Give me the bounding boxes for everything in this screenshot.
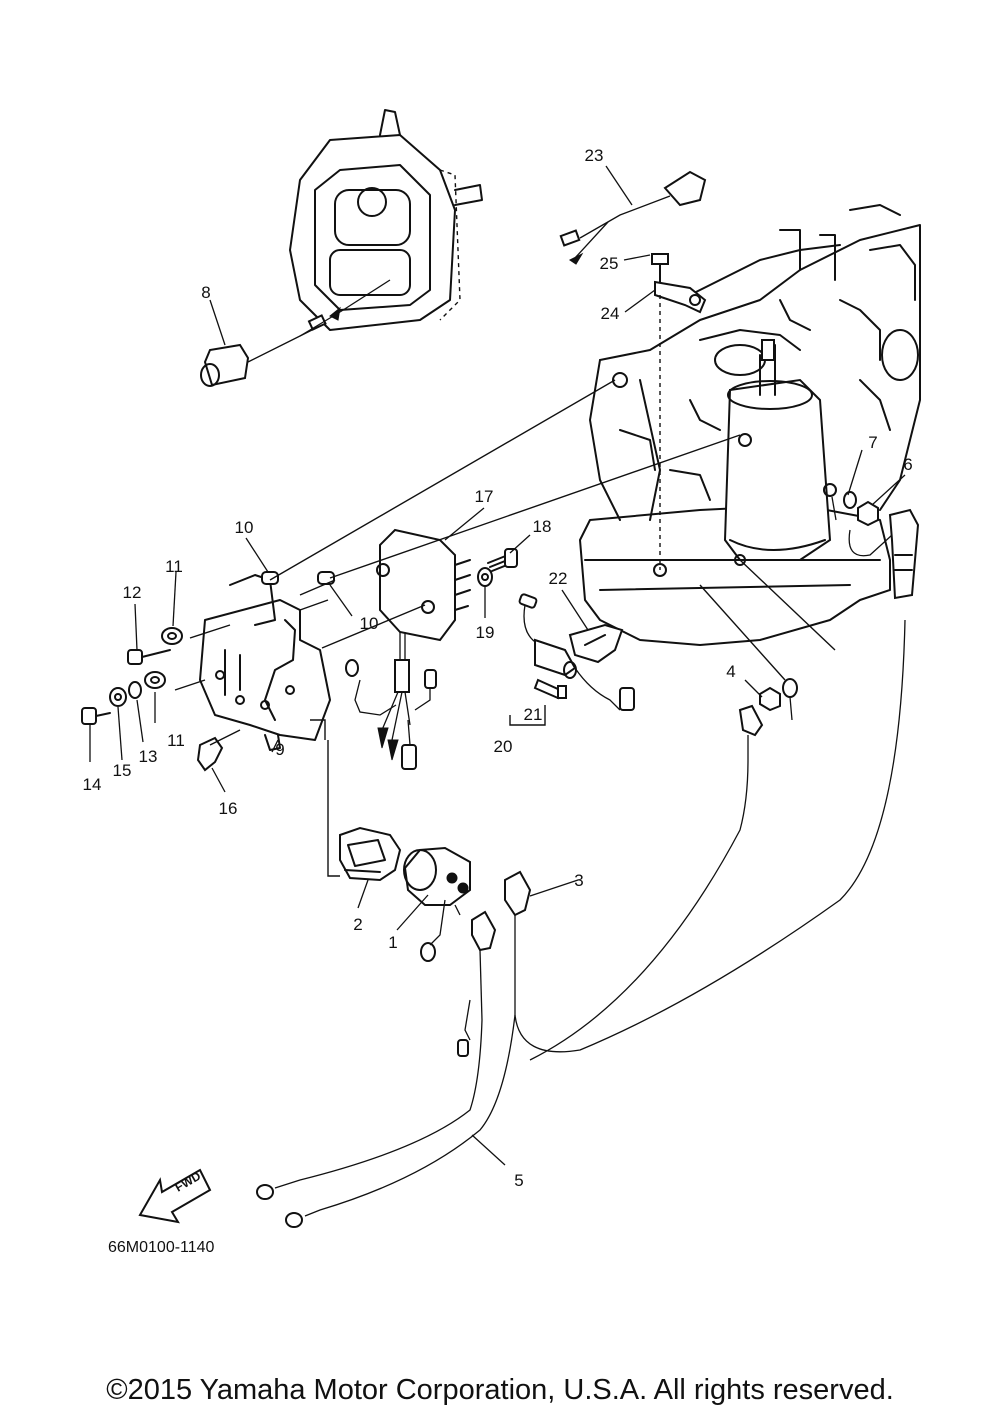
part-14-bolt <box>81 707 111 725</box>
callout-10b: 10 <box>360 614 379 633</box>
part-4-nut <box>529 678 798 1061</box>
part-1-starter-relay <box>403 846 471 962</box>
callout-19: 19 <box>476 623 495 642</box>
callout-15: 15 <box>113 761 132 780</box>
diagram-code: 66M0100-1140 <box>108 1239 215 1256</box>
part-24-clamp <box>654 280 707 570</box>
callout-9: 9 <box>275 740 284 759</box>
part-21-fuse <box>533 678 567 700</box>
part-22-holder <box>568 623 624 664</box>
part-8-sensor <box>200 279 391 387</box>
callout-6: 6 <box>903 455 912 474</box>
callout-7: 7 <box>868 433 877 452</box>
callout-11b: 11 <box>167 731 185 750</box>
part-9-bracket <box>199 574 331 751</box>
copyright-notice: ©2015 Yamaha Motor Corporation, U.S.A. A… <box>106 1374 894 1406</box>
callout-13: 13 <box>139 747 158 766</box>
part-17-rectifier <box>345 528 471 770</box>
cover-plate <box>289 109 483 331</box>
leader-lines <box>89 165 906 1166</box>
part-23-sensor <box>559 170 707 265</box>
callout-5: 5 <box>514 1171 523 1190</box>
callout-25: 25 <box>600 254 619 273</box>
part-5-harness <box>256 999 516 1228</box>
callout-3: 3 <box>574 871 583 890</box>
part-15-washer <box>109 687 127 707</box>
callouts: 1 2 3 4 5 6 7 8 9 10 10 11 11 12 13 14 1… <box>83 146 913 1190</box>
callout-14: 14 <box>83 775 102 794</box>
part-3-cable-boot <box>471 483 920 1053</box>
callout-17: 17 <box>475 487 494 506</box>
callout-2: 2 <box>353 915 362 934</box>
part-6-nut <box>857 500 879 527</box>
part-7-washer <box>843 491 857 509</box>
part-13-washer <box>128 681 142 699</box>
part-10-grommet <box>261 571 335 585</box>
part-2-relay-cover <box>339 826 402 882</box>
callout-8: 8 <box>201 283 210 302</box>
callout-20: 20 <box>494 737 513 756</box>
callout-23: 23 <box>585 146 604 165</box>
callout-16: 16 <box>219 799 238 818</box>
callout-21: 21 <box>524 705 543 724</box>
part-12-bolt <box>127 649 171 665</box>
fwd-arrow: FWD <box>138 1168 212 1224</box>
part-25-bolt <box>651 253 669 283</box>
callout-18: 18 <box>533 517 552 536</box>
part-18-screw <box>487 548 518 572</box>
part-11-grommet <box>144 627 183 689</box>
part-20-fuse-holder <box>518 593 635 711</box>
engine-block <box>579 204 921 646</box>
callout-24: 24 <box>601 304 620 323</box>
callout-10a: 10 <box>235 518 254 537</box>
part-19-washer <box>477 567 493 587</box>
callout-11a: 11 <box>165 557 183 576</box>
part-16-clip <box>196 736 224 772</box>
callout-22: 22 <box>549 569 568 588</box>
reference-lines <box>174 379 836 877</box>
callout-4: 4 <box>726 662 735 681</box>
callout-1: 1 <box>388 933 397 952</box>
callout-12: 12 <box>123 583 142 602</box>
